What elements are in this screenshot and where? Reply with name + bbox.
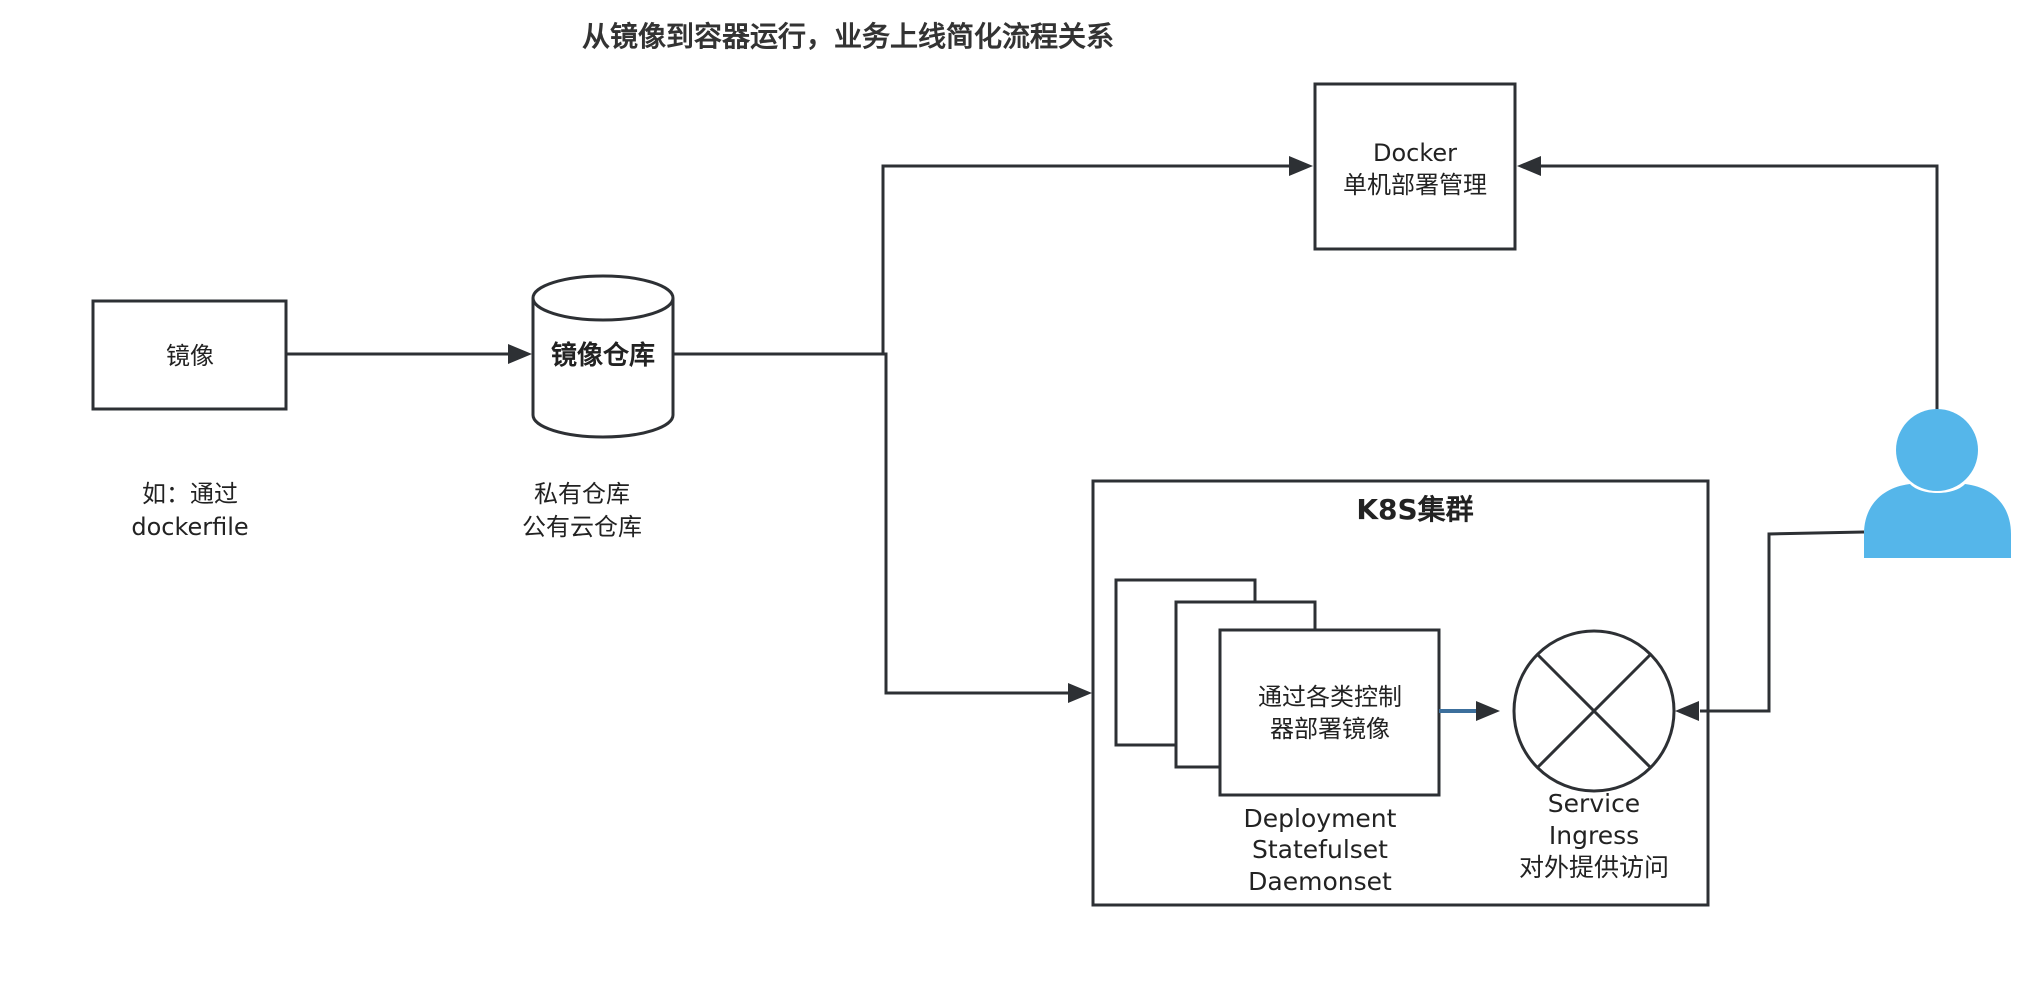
arrow-image-to-registry [286,344,532,364]
image-node[interactable]: 镜像 [91,299,288,411]
service-x-circle-icon[interactable] [1512,629,1676,793]
controller-desc-line-1: 通过各类控制 [1258,683,1402,711]
k8s-cluster[interactable]: K8S集群 通过各类控制 器部署镜像 Deployment Statefulse… [1091,479,1710,907]
image-note-line-2: dockerfile [131,513,248,541]
service-line-3: 对外提供访问 [1519,853,1669,882]
controller-type-deployment: Deployment [1244,804,1397,833]
registry-note-line-2: 公有云仓库 [522,513,642,541]
arrow-user-to-docker [1517,156,1939,410]
registry-node-label: 镜像仓库 [551,340,655,371]
arrow-controller-to-service [1439,701,1500,721]
docker-label-line-2: 单机部署管理 [1343,171,1487,199]
controller-type-daemonset: Daemonset [1248,867,1392,896]
k8s-cluster-label: K8S集群 [1356,493,1473,526]
docker-node[interactable]: Docker 单机部署管理 [1313,82,1517,251]
docker-label-line-1: Docker [1373,139,1457,167]
controller-card-front[interactable] [1218,628,1441,797]
service-line-1: Service [1548,789,1640,818]
arrow-registry-to-docker [673,156,1313,356]
image-node-label: 镜像 [166,342,214,370]
image-note-line-1: 如：通过 [142,480,238,508]
diagram-title: 从镜像到容器运行，业务上线简化流程关系 [582,20,1114,53]
user-icon[interactable] [1864,409,2011,558]
service-line-2: Ingress [1549,821,1639,850]
arrow-user-to-service [1675,530,1865,721]
controller-desc-line-2: 器部署镜像 [1270,715,1390,743]
registry-node[interactable]: 镜像仓库 [531,274,675,439]
arrow-registry-to-k8s [883,352,1092,703]
registry-note-line-1: 私有仓库 [534,480,630,508]
controller-type-statefulset: Statefulset [1252,835,1388,864]
